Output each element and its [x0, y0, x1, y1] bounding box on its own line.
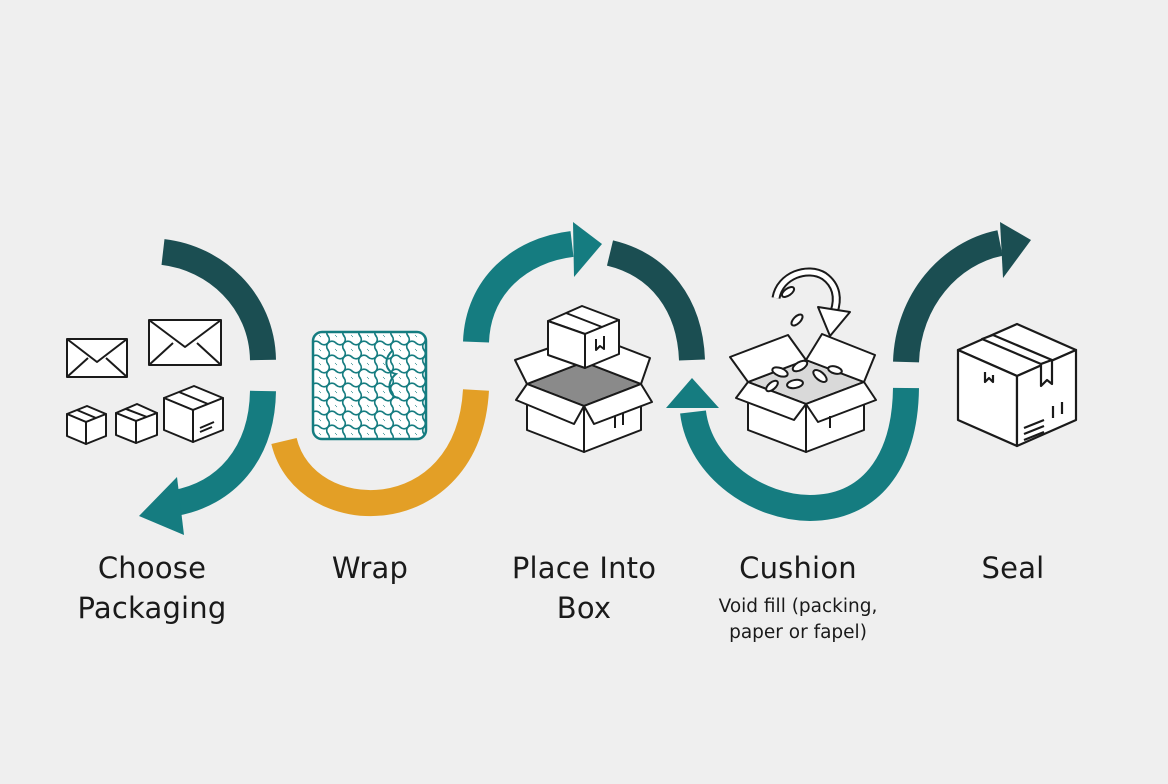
- step-sublabel-line: Void fill (packing,: [718, 596, 878, 617]
- step-label-line: Wrap: [331, 551, 409, 585]
- step-label-line: Place Into: [511, 551, 657, 585]
- connector-arc-cushion-top: [606, 240, 705, 361]
- step-label-choose-packaging: Choose Packaging: [42, 548, 262, 628]
- flow-connectors: [161, 230, 1004, 522]
- box-into-open-box-icon: [514, 305, 653, 453]
- envelopes-and-boxes-icon: [66, 319, 224, 445]
- connector-arc-place: [463, 231, 574, 344]
- step-sublabel-cushion: Void fill (packing, paper or fapel): [683, 594, 913, 646]
- connector-arc-cushion-bottom: [680, 387, 919, 522]
- step-label-wrap: Wrap: [290, 548, 450, 588]
- step-sublabel-line: paper or fapel): [729, 622, 867, 643]
- step-label-line: Seal: [981, 551, 1045, 585]
- arrow-head-right-icon: [1000, 222, 1031, 278]
- arrow-head-right-icon: [573, 222, 602, 277]
- step-label-cushion: Cushion: [698, 548, 898, 588]
- step-label-line: Packaging: [77, 591, 227, 625]
- connector-arc-1-bottom: [172, 390, 276, 516]
- connector-arc-1-top: [161, 239, 276, 361]
- step-label-line: Cushion: [739, 551, 857, 585]
- step-label-seal: Seal: [933, 548, 1093, 588]
- connector-arc-wrap: [271, 388, 489, 517]
- sealed-box-icon: [956, 322, 1078, 448]
- step-label-line: Choose: [97, 551, 207, 585]
- arrow-head-up-icon: [666, 378, 719, 408]
- open-box-with-fill-icon: [729, 267, 877, 453]
- arrow-heads: [139, 222, 1031, 535]
- arrow-head-left-icon: [139, 477, 184, 535]
- step-label-line: Box: [556, 591, 612, 625]
- step-label-place-into-box: Place Into Box: [484, 548, 684, 628]
- connector-arc-seal: [893, 230, 1004, 363]
- bubble-wrap-icon: [311, 330, 428, 441]
